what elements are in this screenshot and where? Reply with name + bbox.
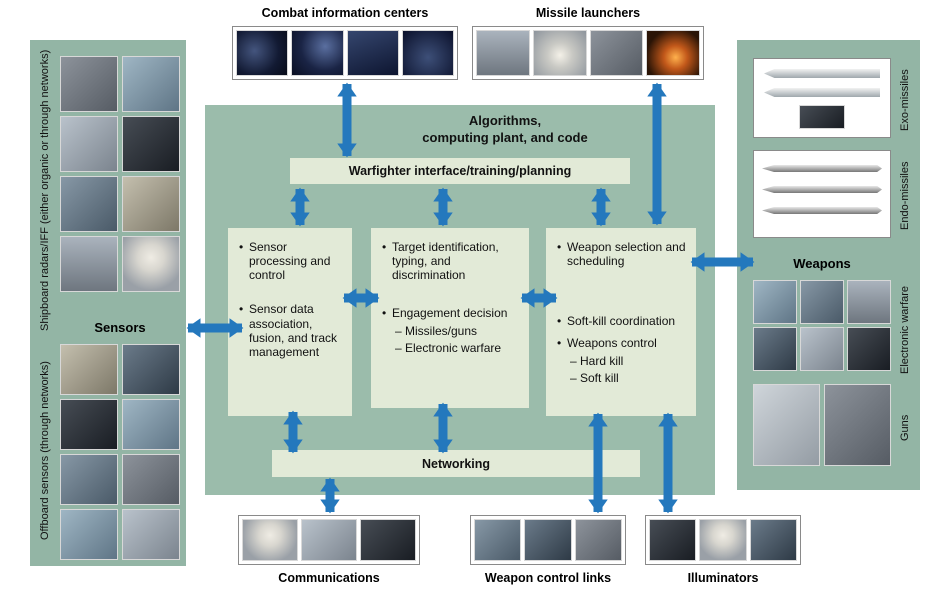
- photo-thumb: [122, 509, 180, 560]
- sub-item: – Soft kill: [570, 370, 619, 385]
- shipboard-radars-label-wrap: Shipboard radars/IFF (either organic or …: [32, 48, 58, 332]
- photo-thumb: [291, 30, 344, 76]
- missile-graphic: [762, 186, 882, 193]
- illuminators-photo-strip: [645, 515, 801, 565]
- photo-thumb: [847, 280, 891, 324]
- electronic-warfare-label-wrap: Electronic warfare: [893, 278, 917, 382]
- photo-thumb: [799, 105, 845, 129]
- photo-thumb: [242, 519, 298, 561]
- shipboard-photo-grid: [60, 56, 180, 292]
- center-algorithms-box: Algorithms, computing plant, and code Wa…: [205, 105, 715, 495]
- bullet-item: Soft-kill coordination: [556, 314, 686, 328]
- weapons-label: Weapons: [793, 256, 851, 271]
- communications-label: Communications: [278, 571, 380, 585]
- exo-missiles-label: Exo-missiles: [898, 69, 911, 131]
- sensor-processing-box: Sensor processing and control Sensor dat…: [228, 228, 352, 416]
- guns-label: Guns: [898, 414, 911, 442]
- photo-thumb: [60, 116, 118, 172]
- photo-thumb: [122, 116, 180, 172]
- photo-thumb: [60, 176, 118, 232]
- photo-thumb: [301, 519, 357, 561]
- weapon-control-links-photo-strip: [470, 515, 626, 565]
- missile-launchers-photo-strip: [472, 26, 704, 80]
- photo-thumb: [122, 176, 180, 232]
- electronic-warfare-label: Electronic warfare: [898, 285, 911, 375]
- offboard-sensors-label: Offboard sensors (through networks): [38, 361, 51, 541]
- photo-thumb: [346, 30, 399, 76]
- endo-missiles-label: Endo-missiles: [898, 161, 911, 231]
- photo-thumb: [60, 509, 118, 560]
- missile-graphic: [764, 69, 880, 78]
- photo-thumb: [800, 280, 844, 324]
- target-identification-box: Target identification, typing, and discr…: [371, 228, 529, 408]
- photo-thumb: [122, 56, 180, 112]
- bullet-item: Weapons control: [556, 336, 686, 350]
- cic-photo-strip: [232, 26, 458, 80]
- photo-thumb: [749, 519, 797, 561]
- photo-thumb: [236, 30, 289, 76]
- photo-thumb: [60, 56, 118, 112]
- guns-label-wrap: Guns: [893, 386, 917, 470]
- photo-thumb: [699, 519, 747, 561]
- photo-thumb: [60, 344, 118, 395]
- missile-graphic: [762, 207, 882, 214]
- guns-photo-grid: [753, 384, 891, 466]
- missile-graphic: [764, 88, 880, 97]
- center-title: Algorithms, computing plant, and code: [325, 113, 685, 147]
- offboard-sensors-label-wrap: Offboard sensors (through networks): [32, 348, 58, 554]
- photo-thumb: [122, 399, 180, 450]
- bullet-item: Engagement decision: [381, 306, 519, 320]
- cic-label: Combat information centers: [261, 6, 429, 20]
- sub-item: – Hard kill: [570, 353, 624, 368]
- sub-item: – Electronic warfare: [395, 340, 502, 355]
- photo-thumb: [476, 30, 530, 76]
- electronic-warfare-photo-grid: [753, 280, 891, 371]
- photo-thumb: [847, 327, 891, 371]
- illuminators-label: Illuminators: [687, 571, 759, 585]
- left-sensors-panel: Shipboard radars/IFF (either organic or …: [30, 40, 186, 566]
- missile-launchers-label: Missile launchers: [535, 6, 641, 20]
- photo-thumb: [122, 236, 180, 292]
- photo-thumb: [649, 519, 697, 561]
- shipboard-radars-label: Shipboard radars/IFF (either organic or …: [38, 49, 51, 331]
- photo-thumb: [360, 519, 416, 561]
- photo-thumb: [753, 280, 797, 324]
- center-title-line1: Algorithms,: [468, 113, 542, 128]
- missile-graphic: [762, 165, 882, 172]
- photo-thumb: [122, 454, 180, 505]
- bullet-item: Sensor data association, fusion, and tra…: [238, 302, 342, 359]
- bullet-item: Sensor processing and control: [238, 240, 342, 282]
- communications-photo-strip: [238, 515, 420, 565]
- exo-missiles-box: [753, 58, 891, 138]
- weapon-selection-box: Weapon selection and scheduling Soft-kil…: [546, 228, 696, 416]
- sub-item: – Missiles/guns: [395, 323, 478, 338]
- bullet-item: Weapon selection and scheduling: [556, 240, 686, 268]
- photo-thumb: [574, 519, 622, 561]
- photo-thumb: [800, 327, 844, 371]
- photo-thumb: [401, 30, 454, 76]
- right-weapons-panel: Exo-missiles Endo-missiles Weapons Elect…: [737, 40, 920, 490]
- endo-missiles-label-wrap: Endo-missiles: [893, 148, 917, 244]
- endo-missiles-box: [753, 150, 891, 238]
- photo-thumb: [646, 30, 700, 76]
- sensors-label: Sensors: [94, 320, 146, 335]
- photo-thumb: [753, 327, 797, 371]
- center-title-line2: computing plant, and code: [422, 129, 588, 145]
- bullet-item: Target identification, typing, and discr…: [381, 240, 519, 282]
- photo-thumb: [824, 384, 891, 466]
- networking-bar: Networking: [272, 450, 640, 477]
- photo-thumb: [532, 30, 587, 76]
- photo-thumb: [753, 384, 820, 466]
- photo-thumb: [122, 344, 180, 395]
- exo-missiles-label-wrap: Exo-missiles: [893, 54, 917, 146]
- photo-thumb: [60, 236, 118, 292]
- warfighter-interface-bar: Warfighter interface/training/planning: [290, 158, 630, 184]
- photo-thumb: [474, 519, 522, 561]
- photo-thumb: [589, 30, 644, 76]
- photo-thumb: [60, 454, 118, 505]
- offboard-photo-grid: [60, 344, 180, 560]
- photo-thumb: [60, 399, 118, 450]
- photo-thumb: [524, 519, 572, 561]
- weapon-control-links-label: Weapon control links: [484, 571, 612, 585]
